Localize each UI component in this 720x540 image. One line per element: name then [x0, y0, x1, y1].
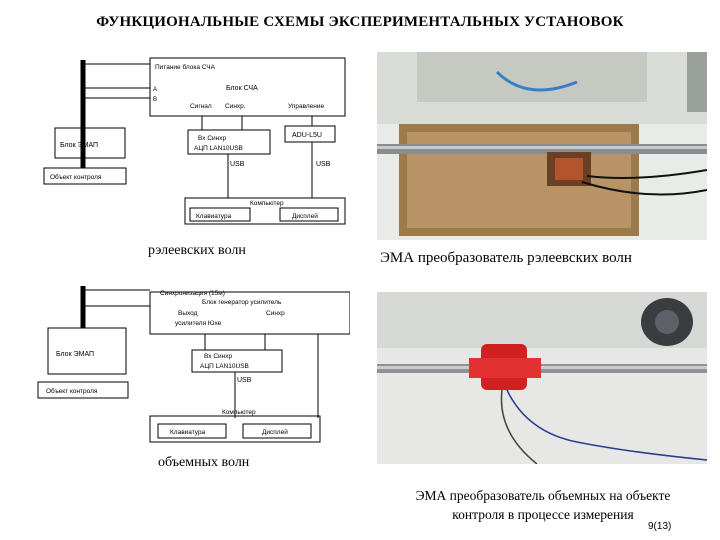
port-a-label: A [153, 87, 157, 93]
signal-label: Сигнал [190, 103, 212, 110]
computer-label: Компьютер [250, 200, 284, 207]
sensor-block-label: Блок ЭМАП [60, 142, 98, 149]
keyboard-box [189, 207, 251, 222]
object-label: Объект контроля [46, 387, 98, 395]
adc-module-label: АЦП LAN10USB [200, 363, 249, 370]
object-box [37, 381, 129, 399]
bulk-photo-caption: ЭМА преобразователь объемных на объекте … [388, 486, 698, 524]
amp-label: усилителя Юхе [175, 320, 222, 327]
keyboard-label: Клавиатура [196, 213, 232, 220]
display-label: Дисплей [262, 428, 288, 436]
computer-box [149, 415, 321, 443]
sync-label: Синхр. [225, 103, 246, 110]
adc-box [191, 349, 283, 373]
keyboard-box [157, 423, 227, 439]
power-supply-label: Питание блока СЧА [155, 63, 216, 71]
slide-title: ФУНКЦИОНАЛЬНЫЕ СХЕМЫ ЭКСПЕРИМЕНТАЛЬНЫХ У… [96, 14, 624, 30]
computer-box [184, 197, 346, 225]
rayleigh-photo-caption: ЭМА преобразователь рэлеевских волн [380, 250, 632, 266]
display-box [242, 423, 312, 439]
sha-block-label: Блок СЧА [226, 85, 258, 92]
bulk-functional-diagram: Синхронизация (15м) Блок генератор усили… [37, 286, 350, 443]
usb-left-label: USB [230, 161, 245, 168]
bulk-photo-caption-line2: контроля в процессе измерения [452, 507, 634, 522]
keyboard-label: Клавиатура [170, 429, 206, 436]
adc-inputs-label: Вх Синхр [198, 135, 226, 142]
sensor-block-box [54, 127, 126, 159]
rayleigh-transducer-photo [377, 52, 707, 240]
display-label: Дисплей [292, 212, 318, 220]
sensor-block-box [47, 327, 127, 375]
adc-inputs-label: Вх Синхр [204, 353, 232, 360]
dac-box [284, 125, 336, 143]
computer-label: Компьютер [222, 409, 256, 416]
bulk-transducer-photo [377, 292, 707, 464]
sha-block-box [149, 57, 346, 117]
control-label: Управление [288, 103, 325, 110]
dac-module-label: ADU-L5U [292, 132, 322, 139]
object-label: Объект контроля [50, 173, 102, 181]
display-box [279, 207, 339, 222]
usb-right-label: USB [316, 161, 331, 168]
sync-label: Синхр [266, 310, 285, 317]
out-label: Выход [178, 310, 198, 317]
sensor-block-label: Блок ЭМАП [56, 351, 94, 358]
page-number: 9(13) [648, 521, 672, 532]
rayleigh-caption: рэлеевских волн [148, 243, 246, 258]
bulk-photo-caption-line1: ЭМА преобразователь объемных на объекте [415, 488, 671, 503]
rayleigh-functional-diagram: Питание блока СЧА Блок СЧА A B Сигнал Си… [43, 57, 346, 225]
power-supply-label: Синхронизация (15м) [160, 290, 225, 297]
gen-block-box [149, 291, 350, 335]
gen-block-label: Блок генератор усилитель [202, 299, 282, 306]
bulk-caption: объемных волн [158, 455, 250, 470]
port-b-label: B [153, 97, 157, 103]
adc-module-label: АЦП LAN10USB [194, 145, 243, 152]
usb-label: USB [237, 377, 252, 384]
adc-box [187, 129, 271, 155]
